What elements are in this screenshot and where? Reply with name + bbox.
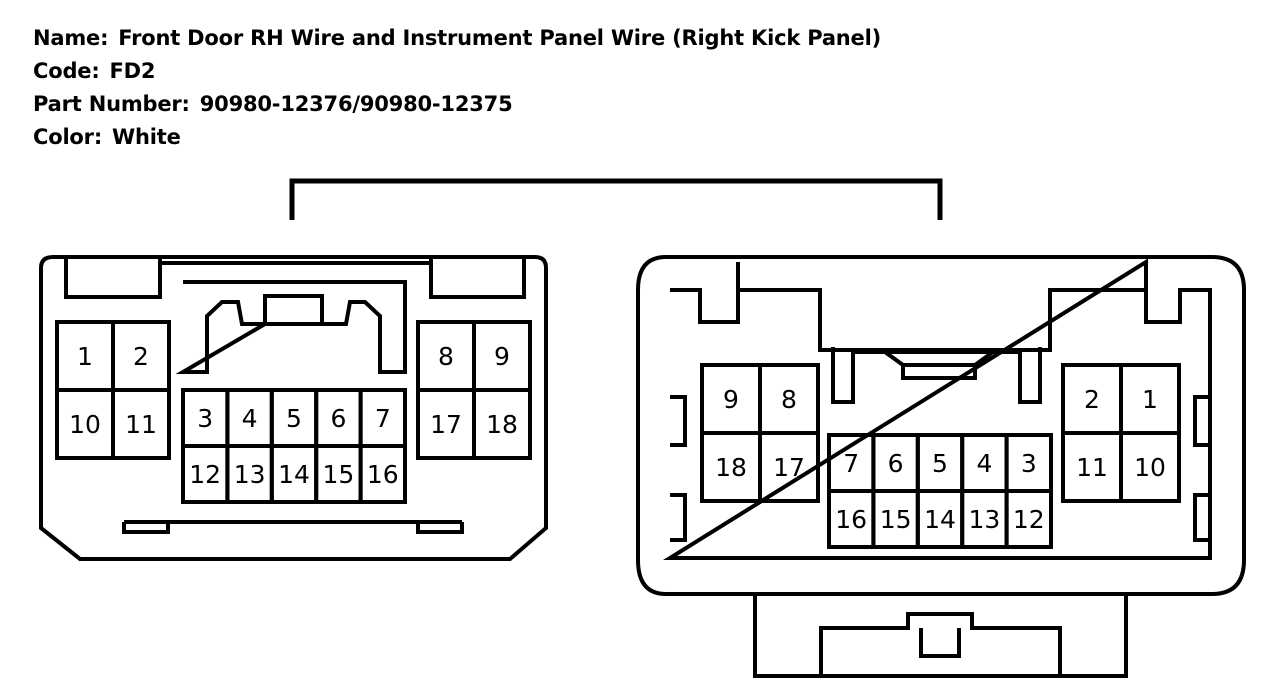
part-number-label: Part Number: [33, 92, 190, 116]
color-row: Color: White [33, 121, 881, 154]
right-connector-lock-tab [753, 594, 1128, 678]
pin-number: 17 [430, 410, 462, 439]
pin-number: 12 [189, 460, 221, 489]
pin-number: 15 [322, 460, 354, 489]
pin-number: 8 [438, 342, 454, 371]
code-label: Code: [33, 59, 100, 83]
left-connector-latch [175, 280, 407, 374]
pin-cell [111, 388, 171, 460]
pin-number: 11 [125, 410, 157, 439]
color-label: Color: [33, 125, 103, 149]
pin-number: 11 [1076, 453, 1108, 482]
pin-number: 1 [1142, 385, 1158, 414]
pin-number: 9 [723, 385, 739, 414]
pin-number: 13 [234, 460, 266, 489]
pin-number: 14 [924, 505, 956, 534]
pin-number: 7 [375, 404, 391, 433]
connector-info: Name: Front Door RH Wire and Instrument P… [33, 22, 881, 154]
pin-number: 2 [1084, 385, 1100, 414]
right-connector [636, 255, 1246, 678]
pin-number: 8 [781, 385, 797, 414]
part-number-row: Part Number: 90980-12376/90980-12375 [33, 88, 881, 121]
pin-number: 15 [880, 505, 912, 534]
color-value: White [112, 125, 181, 149]
pin-number: 17 [773, 453, 805, 482]
pin-number: 4 [976, 449, 992, 478]
pin-cell [1119, 431, 1181, 503]
right-connector-latch [831, 347, 1042, 404]
pin-number: 1 [77, 342, 93, 371]
part-number-value: 90980-12376/90980-12375 [199, 92, 513, 116]
pin-number: 3 [197, 404, 213, 433]
pin-number: 3 [1021, 449, 1037, 478]
pin-cell [1004, 489, 1053, 549]
pin-cell [472, 388, 532, 460]
pin-number: 16 [367, 460, 399, 489]
name-value: Front Door RH Wire and Instrument Panel … [118, 26, 881, 50]
pin-cell [358, 444, 408, 504]
pin-number: 12 [1013, 505, 1045, 534]
code-row: Code: FD2 [33, 55, 881, 88]
pin-number: 2 [133, 342, 149, 371]
pin-number: 10 [1134, 453, 1166, 482]
pin-number: 16 [835, 505, 867, 534]
pin-number: 6 [888, 449, 904, 478]
right-connector-housing [636, 255, 1246, 596]
left-connector-left-block: 1 2 10 11 [55, 320, 171, 460]
left-connector [39, 255, 548, 561]
pin-cell [758, 431, 820, 503]
code-value: FD2 [109, 59, 156, 83]
pin-number: 10 [69, 410, 101, 439]
pin-number: 5 [932, 449, 948, 478]
pin-number: 4 [242, 404, 258, 433]
mating-bracket [289, 178, 943, 220]
pin-number: 18 [486, 410, 518, 439]
pin-number: 14 [278, 460, 310, 489]
pin-number: 5 [286, 404, 302, 433]
name-label: Name: [33, 26, 109, 50]
pin-number: 6 [330, 404, 346, 433]
pin-number: 13 [968, 505, 1000, 534]
right-connector-left-block: 9 8 18 17 [700, 363, 820, 503]
left-connector-bottom-tabs [122, 520, 464, 534]
pin-number: 18 [715, 453, 747, 482]
left-connector-housing [39, 255, 548, 561]
pin-number: 9 [494, 342, 510, 371]
left-connector-right-block: 8 9 17 18 [416, 320, 532, 460]
pin-number: 7 [843, 449, 859, 478]
left-connector-top-ledge [64, 257, 526, 299]
right-connector-side-tabs [670, 395, 1210, 542]
name-row: Name: Front Door RH Wire and Instrument P… [33, 22, 881, 55]
